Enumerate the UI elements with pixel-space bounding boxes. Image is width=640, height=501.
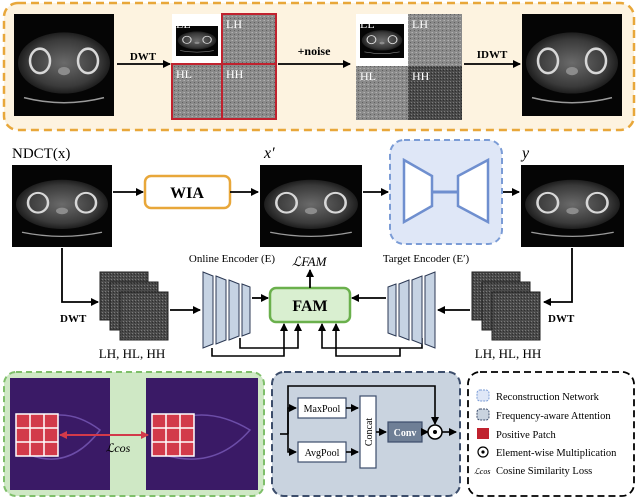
to-avgpool-arrow [287,434,297,456]
legend-positive-patch: Positive Patch [496,430,557,441]
noise-label: +noise [298,44,332,58]
top-wavelet-panel [2,1,636,132]
y-output-image [519,163,626,249]
legend-panel [467,371,635,497]
target-encoder-label: Target Encoder (E′) [383,253,470,265]
positive-patch-swatch [477,428,489,439]
target-feedback-arrow-1 [332,323,401,357]
legend-elementwise-mult: Element-wise Multiplication [496,448,617,459]
x-prime-image [258,163,364,249]
positive-patch-right [151,413,195,457]
conv-label: Conv [394,428,417,439]
dwt-left-label: DWT [60,313,87,325]
subband-list-right: LH, HL, HH [475,346,541,361]
positive-patch-left [15,413,59,457]
left-highfreq-stack [99,271,169,341]
loss-fam-label: ℒFAM [292,254,328,269]
cos-loss-label: ℒcos [106,441,131,455]
x-prime-label: x′ [263,145,275,162]
legend-frequency-attention: Frequency-aware Attention [496,411,611,422]
wia-label: WIA [170,185,204,202]
reconstruction-network-swatch [476,389,490,402]
subband-grid: LL LH HL HH [171,13,277,120]
idwt-label: IDWT [477,49,508,61]
decoder-trapezoid [456,157,490,225]
subband-ll-label: LL [176,17,191,31]
fam-label: FAM [292,298,327,315]
subband-hh-label: HH [226,67,244,81]
ndct-image [10,163,114,249]
ndct-label: NDCT(x) [12,146,70,162]
ct-input-image [12,12,116,118]
noisy-subband-grid: LL LH HL HH [356,14,462,120]
online-encoder [202,271,251,349]
cosine-loss-symbol: ℒcos [474,467,490,476]
subband-list-left: LH, HL, HH [99,346,165,361]
frequency-attention-swatch [476,408,490,421]
subband-lh-label: LH [226,17,242,31]
mult-dot [433,430,437,434]
avgpool-label: AvgPool [305,448,340,459]
concat-label: Concat [364,418,375,447]
y-dwt-arrow [543,248,573,306]
legend-cosine-loss: Cosine Similarity Loss [496,466,592,477]
noisy-lh-label: LH [412,17,428,31]
encoder-trapezoid [402,157,434,225]
dwt-label: DWT [130,51,157,63]
online-feedback-arrow-2 [239,323,302,349]
online-encoder-label: Online Encoder (E) [189,253,275,265]
noisy-ll-label: LL [360,17,375,31]
legend-reconstruction-network: Reconstruction Network [496,392,600,403]
subband-hl-label: HL [176,67,192,81]
noisy-hh-label: HH [412,69,430,83]
ct-noisy-output-image [520,12,624,118]
maxpool-label: MaxPool [304,404,341,415]
dwt-right-label: DWT [548,313,575,325]
skip-connection-arrow [287,385,439,425]
target-encoder [387,271,436,349]
ndct-dwt-arrow [61,248,99,306]
y-label: y [520,145,530,162]
online-feedback-arrow-1 [211,323,288,357]
noisy-hl-label: HL [360,69,376,83]
legend-mult-dot [481,450,485,454]
right-highfreq-stack [471,271,541,341]
